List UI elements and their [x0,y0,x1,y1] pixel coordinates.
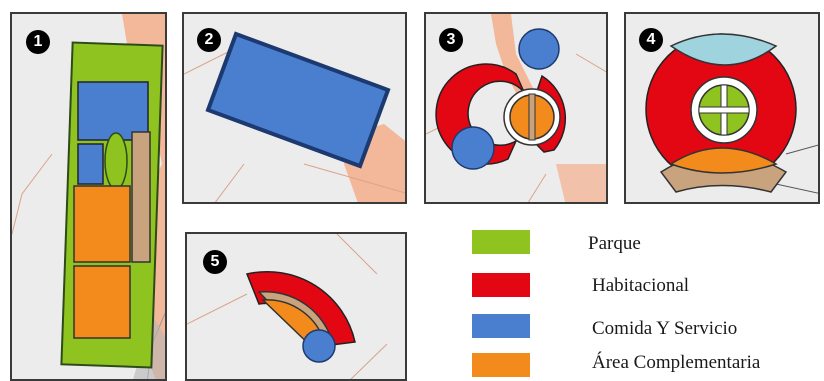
comida-servicio-circle [451,126,495,170]
legend-label-area-complementaria: Área Complementaria [592,352,761,373]
diagram-panel-4: 4 [624,12,820,204]
comida-servicio-block [77,143,104,185]
map-road-line [775,144,818,194]
diagram-panel-2: 2 [182,12,407,204]
diagram-panel-5: 5 [185,232,407,381]
map-road-shape [491,14,536,104]
legend-swatch-parque [472,230,530,254]
divider-strip [698,106,750,114]
map-road-shape [556,164,606,202]
area-complementaria-block [73,265,131,339]
panel-2-drawing [184,31,405,202]
parque-oval [104,132,128,190]
comida-servicio-circle [302,329,336,363]
diagram-panel-3: 3 [424,12,608,204]
legend-label-comida-servicio: Comida Y Servicio [592,318,738,339]
diagram-panel-1: 1 [10,12,167,381]
legend-swatch-area-complementaria [472,353,530,377]
legend-label-parque: Parque [588,233,641,254]
panel-number-badge: 2 [197,28,221,52]
panel-number-badge: 3 [439,28,463,52]
comida-servicio-block [77,81,149,141]
divider-strip [528,93,536,141]
panel-5-drawing [187,234,388,379]
comida-servicio-block [205,31,391,169]
area-tan-strip [131,131,151,263]
legend-label-habitacional: Habitacional [592,275,690,296]
map-road-line [12,153,53,235]
legend-swatch-comida-servicio [472,314,530,338]
panel-3-drawing [426,14,606,202]
panel-number-badge: 5 [203,250,227,274]
light-blue-lens [669,33,778,66]
comida-servicio-circle [518,28,560,70]
map-road-line [187,234,388,379]
panel-4-drawing [645,33,818,194]
area-complementaria-lens [669,147,778,174]
area-complementaria-block [73,185,131,263]
panel-1-drawing [12,14,165,379]
panel-number-badge: 1 [26,30,50,54]
panel-number-badge: 4 [639,28,663,52]
legend-swatch-habitacional [472,273,530,297]
